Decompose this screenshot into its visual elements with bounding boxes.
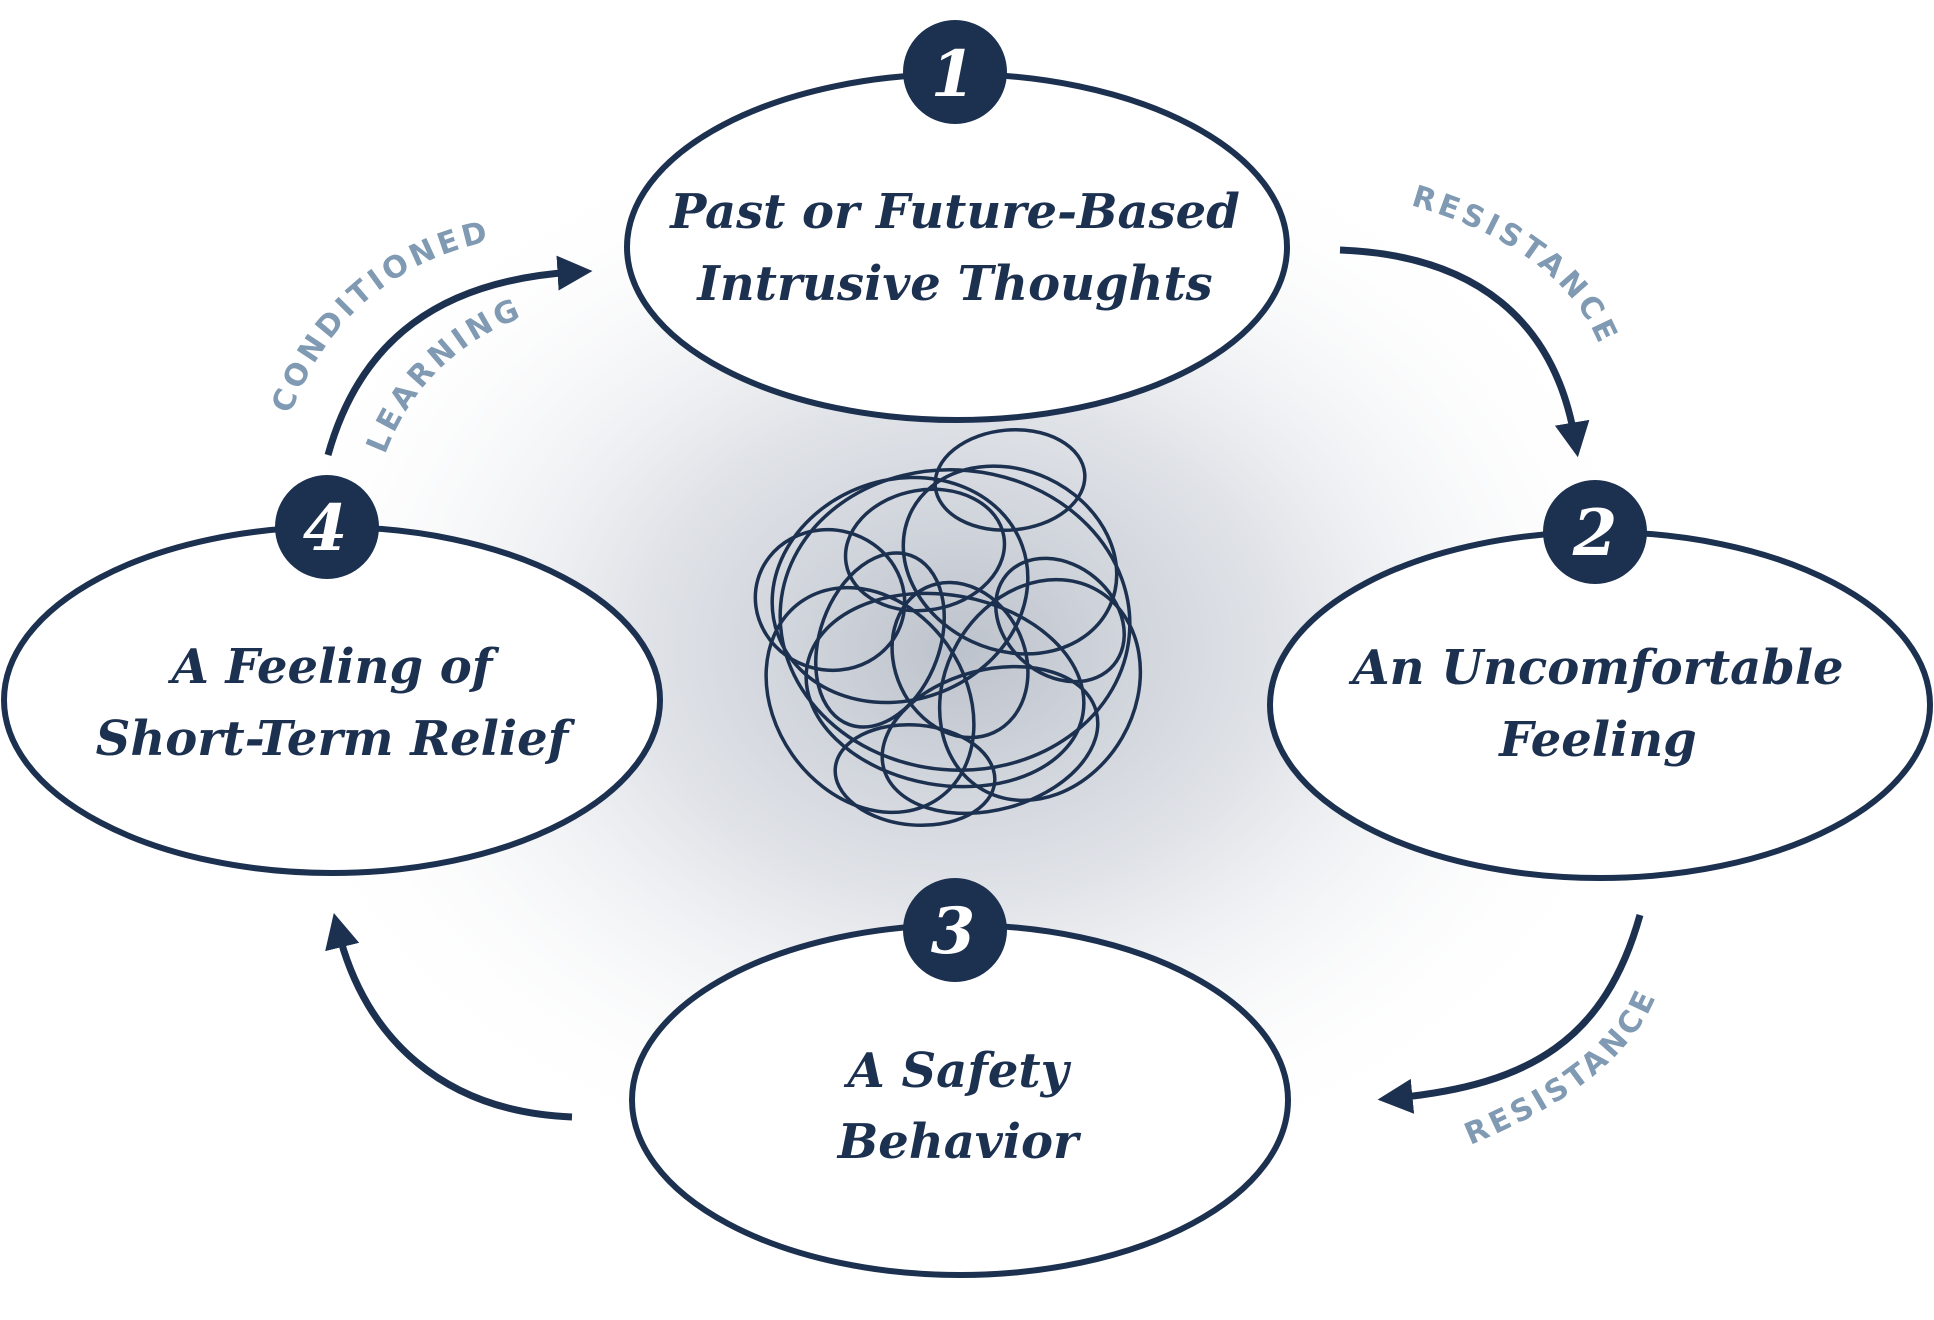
node-3-label-line-2: Behavior <box>836 1114 1082 1170</box>
node-2-label-line-1: An Uncomfortable <box>1348 640 1843 696</box>
node-1-number: 1 <box>931 37 976 112</box>
node-3-label-line-1: A Safety <box>844 1043 1072 1099</box>
node-4-label-line-2: Short-Term Relief <box>96 711 576 767</box>
node-4-number: 4 <box>303 491 348 566</box>
node-1-ellipse <box>627 74 1287 420</box>
node-1: Past or Future-Based Intrusive Thoughts … <box>627 20 1287 420</box>
node-1-label-line-2: Intrusive Thoughts <box>695 256 1212 312</box>
node-1-label-line-1: Past or Future-Based <box>668 184 1240 240</box>
node-2-number: 2 <box>1572 496 1618 571</box>
node-2-ellipse <box>1270 532 1930 878</box>
node-3-number: 3 <box>931 894 976 969</box>
node-4-ellipse <box>4 527 660 873</box>
node-4-label-line-1: A Feeling of <box>168 639 500 695</box>
node-2-label-line-2: Feeling <box>1497 712 1696 768</box>
